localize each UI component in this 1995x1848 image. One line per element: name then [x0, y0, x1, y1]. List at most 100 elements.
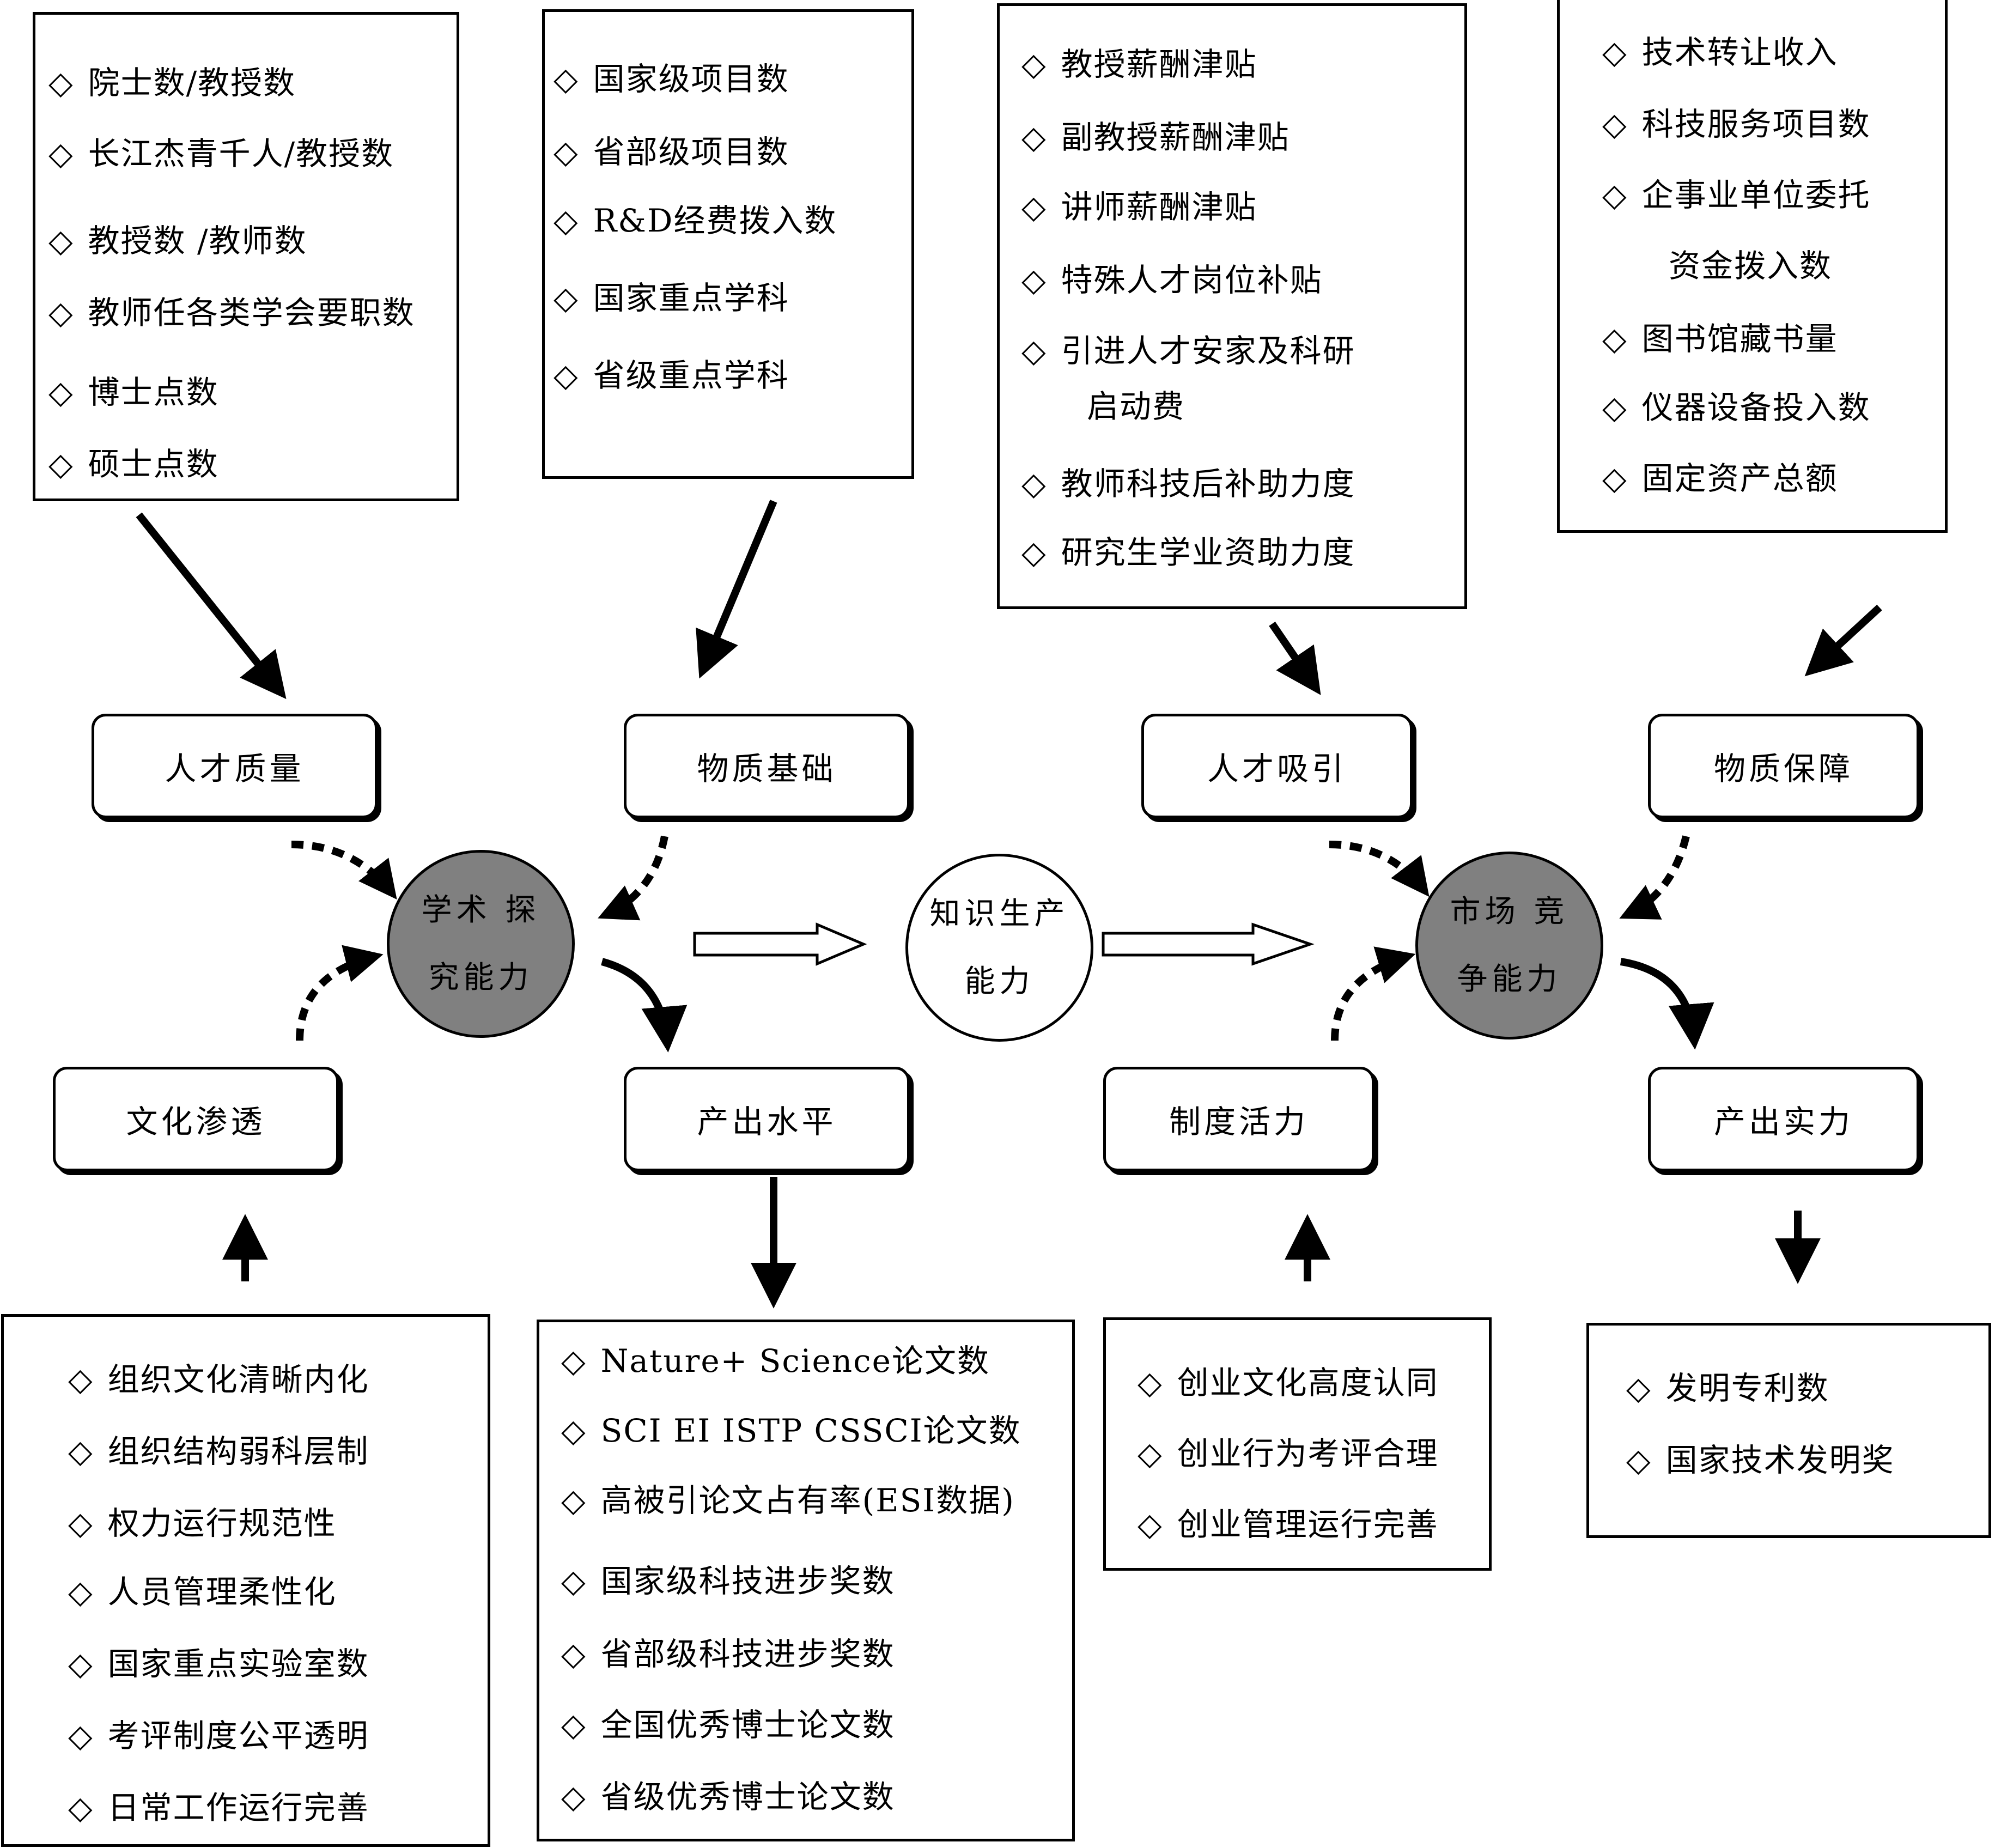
diamond-bullet-icon: ◇	[68, 1433, 94, 1470]
diamond-bullet-icon: ◇	[554, 279, 579, 317]
list-item: ◇博士点数	[48, 374, 219, 411]
list-item: ◇国家级项目数	[554, 60, 789, 98]
list-item: ◇院士数/教授数	[48, 64, 296, 101]
list-item: ◇人员管理柔性化	[68, 1573, 337, 1610]
list-item: ◇高被引论文占有率(ESI数据)	[561, 1482, 1015, 1519]
diamond-bullet-icon: ◇	[561, 1778, 587, 1815]
diamond-bullet-icon: ◇	[68, 1361, 94, 1398]
list-item: ◇R&D经费拨入数	[554, 202, 837, 239]
list-item: ◇组织结构弱科层制	[68, 1433, 369, 1470]
list-item: ◇副教授薪酬津贴	[1021, 119, 1290, 156]
dotted-arrow-culture-to-academic	[296, 945, 384, 1041]
diamond-bullet-icon: ◇	[48, 294, 74, 331]
diamond-bullet-icon: ◇	[48, 222, 74, 259]
list-item: ◇仪器设备投入数	[1602, 389, 1871, 426]
diamond-bullet-icon: ◇	[1021, 332, 1047, 369]
list-item: ◇考评制度公平透明	[68, 1717, 369, 1754]
list-item: ◇特殊人才岗位补贴	[1021, 262, 1323, 299]
material-guarantee-indicator-box: ◇技术转让收入 ◇科技服务项目数 ◇企事业单位委托 资金拨入数 ◇图书馆藏书量 …	[1557, 0, 1948, 533]
node-talent-attraction: 人才吸引	[1141, 714, 1413, 818]
diamond-bullet-icon: ◇	[561, 1342, 587, 1379]
list-item: ◇组织文化清晰内化	[68, 1361, 369, 1398]
diamond-bullet-icon: ◇	[1626, 1442, 1652, 1479]
market-competitiveness-line1: 市场 竞	[1450, 893, 1569, 929]
diamond-bullet-icon: ◇	[1021, 262, 1047, 299]
diamond-bullet-icon: ◇	[554, 202, 579, 239]
academic-capability-line1: 学术 探	[421, 892, 540, 928]
diamond-bullet-icon: ◇	[1021, 465, 1047, 502]
list-item: ◇教授薪酬津贴	[1021, 46, 1257, 83]
list-item: ◇教师任各类学会要职数	[48, 294, 415, 331]
dotted-arrow-guarantee-to-market	[1619, 835, 1690, 920]
talent-attraction-indicator-box: ◇教授薪酬津贴 ◇副教授薪酬津贴 ◇讲师薪酬津贴 ◇特殊人才岗位补贴 ◇引进人才…	[997, 3, 1467, 609]
list-item: ◇教师科技后补助力度	[1021, 465, 1355, 502]
diamond-bullet-icon: ◇	[1602, 106, 1628, 143]
diamond-bullet-icon: ◇	[561, 1412, 587, 1449]
diamond-bullet-icon: ◇	[1602, 389, 1628, 426]
list-item: ◇教授数 /教师数	[48, 222, 307, 259]
list-item: ◇国家重点学科	[554, 279, 789, 317]
arrow-material-basis	[696, 500, 777, 679]
node-culture-penetration: 文化渗透	[53, 1067, 339, 1171]
diamond-bullet-icon: ◇	[68, 1645, 94, 1682]
node-talent-quality: 人才质量	[92, 714, 378, 818]
talent-quality-indicator-box: ◇院士数/教授数 ◇长江杰青千人/教授数 ◇教授数 /教师数 ◇教师任各类学会要…	[33, 12, 459, 501]
diamond-bullet-icon: ◇	[554, 60, 579, 98]
output-strength-indicator-box: ◇发明专利数 ◇国家技术发明奖	[1586, 1323, 1991, 1538]
arrow-material-guarantee	[1804, 604, 1882, 677]
knowledge-production-line2: 能力	[964, 963, 1035, 999]
diamond-bullet-icon: ◇	[1626, 1370, 1652, 1407]
list-item: ◇SCI EI ISTP CSSCI论文数	[561, 1412, 1021, 1449]
list-item: ◇企事业单位委托	[1602, 177, 1871, 214]
diamond-bullet-icon: ◇	[561, 1482, 587, 1519]
dotted-arrow-attraction-to-market	[1329, 841, 1430, 897]
dotted-arrow-basis-to-academic	[598, 835, 668, 921]
list-item: ◇研究生学业资助力度	[1021, 534, 1355, 571]
list-item: ◇省部级项目数	[554, 133, 789, 171]
diamond-bullet-icon: ◇	[1602, 177, 1628, 214]
diamond-bullet-icon: ◇	[68, 1717, 94, 1754]
node-output-level: 产出水平	[624, 1067, 910, 1171]
list-item: ◇权力运行规范性	[68, 1505, 337, 1542]
node-institution-vitality: 制度活力	[1103, 1067, 1374, 1171]
academic-capability-line2: 究能力	[428, 959, 533, 995]
diamond-bullet-icon: ◇	[48, 135, 74, 172]
list-item: ◇引进人才安家及科研	[1021, 332, 1355, 369]
knowledge-production-circle: 知识生产 能力	[905, 854, 1093, 1042]
diamond-bullet-icon: ◇	[48, 64, 74, 101]
list-item: ◇国家重点实验室数	[68, 1645, 369, 1682]
list-item: ◇省级重点学科	[554, 357, 789, 394]
diamond-bullet-icon: ◇	[561, 1706, 587, 1743]
material-basis-indicator-box: ◇国家级项目数 ◇省部级项目数 ◇R&D经费拨入数 ◇国家重点学科 ◇省级重点学…	[542, 9, 914, 479]
node-output-strength: 产出实力	[1648, 1067, 1919, 1171]
diamond-bullet-icon: ◇	[561, 1636, 587, 1673]
list-item: ◇创业管理运行完善	[1138, 1506, 1439, 1543]
diamond-bullet-icon: ◇	[1138, 1364, 1163, 1401]
diamond-bullet-icon: ◇	[68, 1789, 94, 1826]
hollow-arrow-knowledge-to-market	[1102, 922, 1315, 966]
list-item: ◇发明专利数	[1626, 1370, 1829, 1407]
list-item-continuation: 资金拨入数	[1669, 247, 1833, 284]
list-item: ◇硕士点数	[48, 446, 219, 483]
knowledge-production-line1: 知识生产	[929, 896, 1069, 932]
diamond-bullet-icon: ◇	[561, 1563, 587, 1600]
list-item: ◇长江杰青千人/教授数	[48, 135, 394, 172]
diamond-bullet-icon: ◇	[1021, 189, 1047, 226]
diamond-bullet-icon: ◇	[1602, 34, 1628, 71]
list-item: ◇讲师薪酬津贴	[1021, 189, 1257, 226]
diamond-bullet-icon: ◇	[1021, 46, 1047, 83]
list-item: ◇Nature+ Science论文数	[561, 1342, 990, 1379]
node-material-guarantee: 物质保障	[1648, 714, 1919, 818]
diamond-bullet-icon: ◇	[1138, 1435, 1163, 1472]
diamond-bullet-icon: ◇	[554, 357, 579, 394]
list-item: ◇国家技术发明奖	[1626, 1442, 1895, 1479]
institution-indicator-box: ◇创业文化高度认同 ◇创业行为考评合理 ◇创业管理运行完善	[1103, 1317, 1492, 1571]
diamond-bullet-icon: ◇	[1602, 460, 1628, 497]
list-item: ◇科技服务项目数	[1602, 106, 1871, 143]
curve-arrow-market-to-output	[1620, 958, 1714, 1050]
list-item: ◇创业文化高度认同	[1138, 1364, 1439, 1401]
node-material-basis: 物质基础	[624, 714, 910, 818]
academic-capability-circle: 学术 探 究能力	[387, 850, 575, 1038]
list-item: ◇省级优秀博士论文数	[561, 1778, 895, 1815]
